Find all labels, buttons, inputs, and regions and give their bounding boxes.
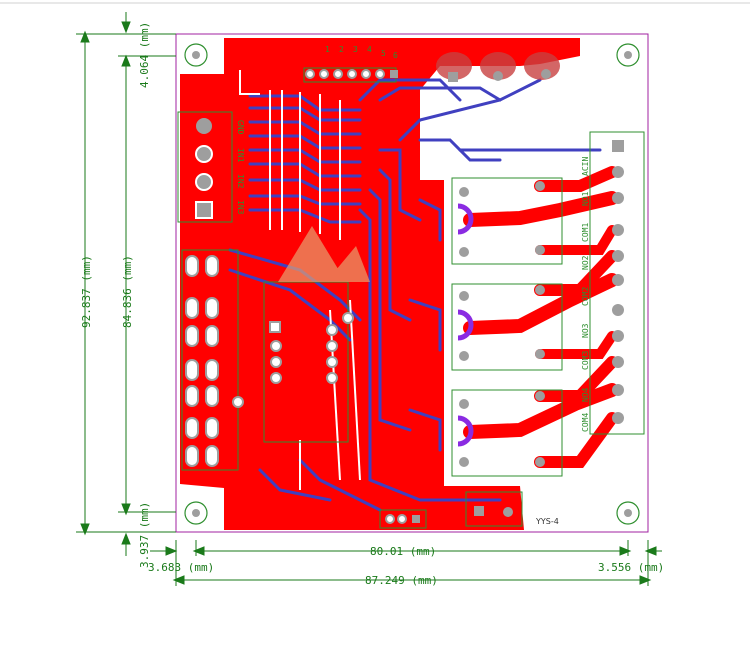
dim-overall-height: 92.837 (mm): [80, 255, 93, 328]
input-pin-labels: GND IN1 IN2 IN3: [236, 120, 245, 215]
terminal-pads: [185, 255, 219, 467]
input-connector-pads: [195, 118, 213, 219]
relay-label: NO2: [581, 255, 590, 270]
relay-label: NO4: [581, 387, 590, 402]
relay-pads: [457, 203, 474, 447]
dim-right-margin: 3.556 (mm): [598, 561, 664, 574]
relay-traces: [463, 166, 619, 468]
header-numbers: 1 2 3 4 5 6: [325, 45, 398, 60]
dim-left-margin: 3.683 (mm): [148, 561, 214, 574]
relay-label: COM3: [581, 351, 590, 370]
relay-label: COM4: [581, 413, 590, 432]
silkscreen-outlines: [177, 67, 645, 529]
bottom-traces: [228, 78, 602, 512]
relay-label: ACIN: [581, 157, 590, 176]
relay-label: COM2: [581, 287, 590, 306]
relay-label: COM1: [581, 223, 590, 242]
board-name: YYS-4: [535, 517, 559, 526]
regulator-pads: [436, 52, 560, 82]
header-number: 4: [367, 45, 372, 54]
dim-inner-height: 84.836 (mm): [121, 255, 134, 328]
header-number: 3: [353, 45, 358, 54]
output-connector-pads: [612, 140, 624, 424]
header-number: 2: [339, 45, 344, 54]
relay-label: NO1: [581, 191, 590, 206]
logo: [278, 226, 370, 282]
pin-label: GND: [236, 120, 245, 135]
pin-label: IN2: [236, 174, 245, 189]
header-number: 5: [381, 49, 386, 58]
relay-holes: [459, 181, 545, 467]
dim-overall-width: 87.249 (mm): [365, 574, 438, 587]
bottom-connector-pads: [385, 506, 513, 524]
header-number: 1: [325, 45, 330, 54]
dim-bottom-margin: 3.937 (mm): [138, 502, 151, 568]
relay-label: NO3: [581, 323, 590, 338]
pin-label: IN3: [236, 200, 245, 215]
mounting-holes: [184, 43, 640, 525]
top-header-pads: [305, 69, 398, 79]
dimension-lines: [76, 12, 662, 586]
dim-top-margin: 4.064 (mm): [138, 22, 151, 88]
header-number: 6: [393, 51, 398, 60]
relay-labels: ACIN NO1 COM1 NO2 COM2 NO3 COM3 NO4 COM4: [581, 157, 590, 432]
dim-inner-width: 80.01 (mm): [370, 545, 436, 558]
ic-pads: [232, 312, 354, 408]
white-traces: [239, 70, 361, 490]
pin-label: IN1: [236, 148, 245, 163]
